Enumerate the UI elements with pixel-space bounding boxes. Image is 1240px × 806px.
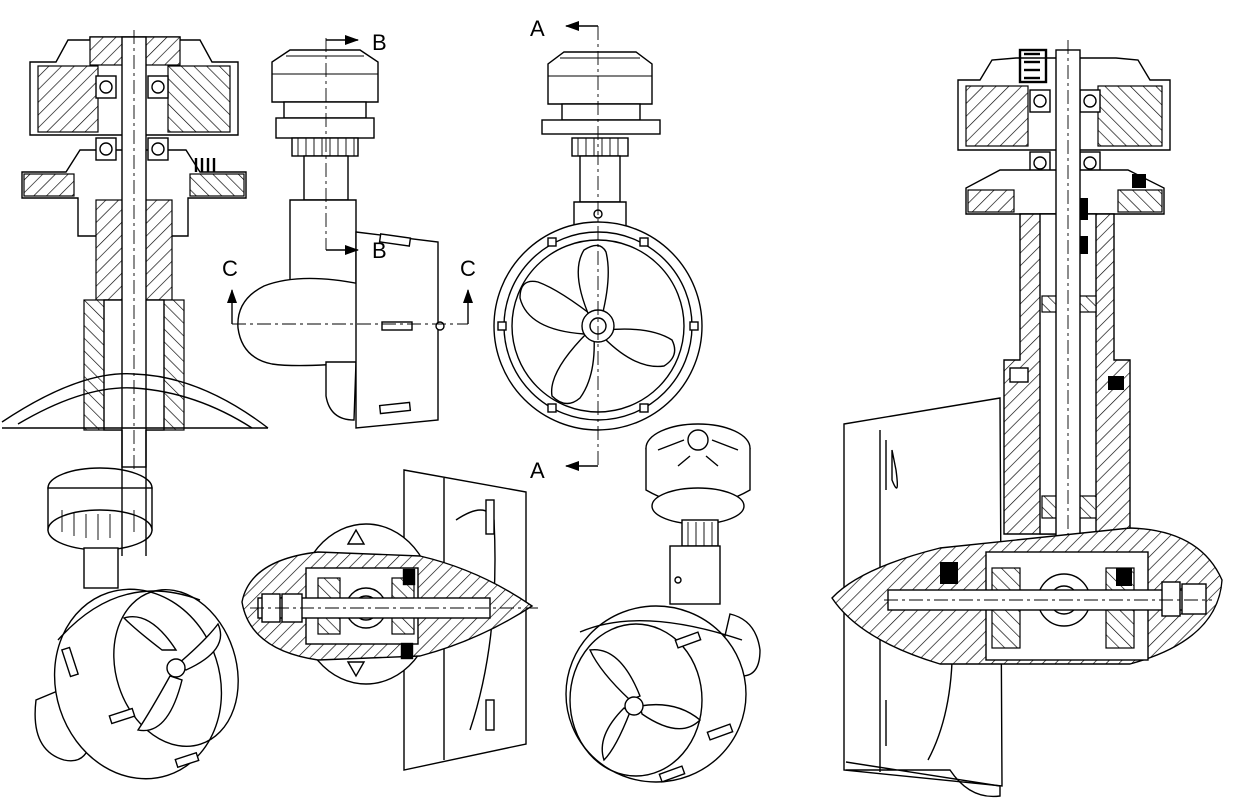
section-label-c-left: C — [222, 256, 238, 281]
front-view-propeller: A A — [493, 16, 703, 483]
section-label-c-right: C — [460, 256, 476, 281]
section-label-a-top: A — [530, 16, 545, 41]
isometric-view-left — [34, 430, 239, 780]
section-view-assembly-right — [831, 40, 1223, 798]
section-label-a-bottom: A — [530, 458, 545, 483]
isometric-view-right — [565, 423, 761, 783]
side-elevation-view: B B C C — [222, 30, 476, 429]
section-view-motor-leg-left — [1, 30, 269, 470]
section-label-b-bottom: B — [372, 238, 387, 263]
section-view-gearbox-horizontal — [241, 469, 538, 771]
section-label-b-top: B — [372, 30, 387, 55]
